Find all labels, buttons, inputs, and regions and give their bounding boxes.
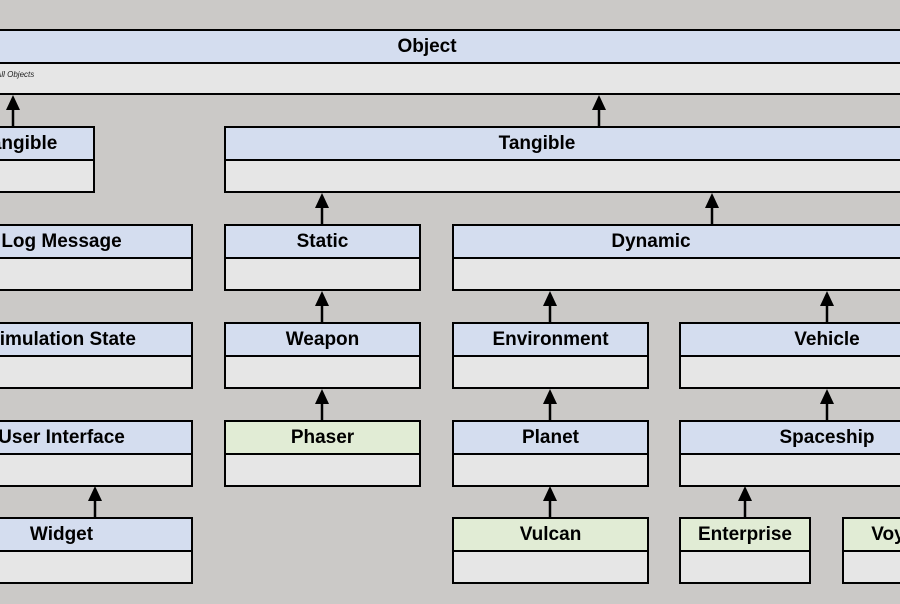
class-widget: Widget: [0, 517, 193, 584]
class-vehicle-name: Vehicle: [681, 324, 900, 357]
class-environment-name: Environment: [454, 324, 647, 357]
class-widget-name: Widget: [0, 519, 191, 552]
class-weapon: Weapon: [224, 322, 421, 389]
class-planet-name: Planet: [454, 422, 647, 455]
class-object-note: All Objects: [0, 70, 35, 79]
class-static: Static: [224, 224, 421, 291]
class-user-interface: User Interface: [0, 420, 193, 487]
class-weapon-name: Weapon: [226, 324, 419, 357]
class-vehicle: Vehicle: [679, 322, 900, 389]
class-planet: Planet: [452, 420, 649, 487]
class-static-name: Static: [226, 226, 419, 259]
class-enterprise: Enterprise: [679, 517, 811, 584]
class-dynamic: Dynamic: [452, 224, 900, 291]
class-enterprise-name: Enterprise: [681, 519, 809, 552]
class-voyager-name: Voyager: [844, 519, 900, 552]
class-dynamic-name: Dynamic: [454, 226, 900, 259]
class-environment: Environment: [452, 322, 649, 389]
class-spaceship-name: Spaceship: [681, 422, 900, 455]
class-user-interface-name: User Interface: [0, 422, 191, 455]
class-phaser: Phaser: [224, 420, 421, 487]
class-phaser-name: Phaser: [226, 422, 419, 455]
class-spaceship: Spaceship: [679, 420, 900, 487]
class-vulcan-name: Vulcan: [454, 519, 647, 552]
class-object-name: Object: [0, 31, 900, 64]
class-voyager: Voyager: [842, 517, 900, 584]
class-vulcan: Vulcan: [452, 517, 649, 584]
class-intangible-name: Intangible: [0, 128, 93, 161]
class-tangible-name: Tangible: [226, 128, 900, 161]
class-log-message-name: Log Message: [0, 226, 191, 259]
class-object: Object All Objects: [0, 29, 900, 95]
class-log-message: Log Message: [0, 224, 193, 291]
class-tangible: Tangible: [224, 126, 900, 193]
class-simulation-state: Simulation State: [0, 322, 193, 389]
class-intangible: Intangible: [0, 126, 95, 193]
class-simulation-state-name: Simulation State: [0, 324, 191, 357]
